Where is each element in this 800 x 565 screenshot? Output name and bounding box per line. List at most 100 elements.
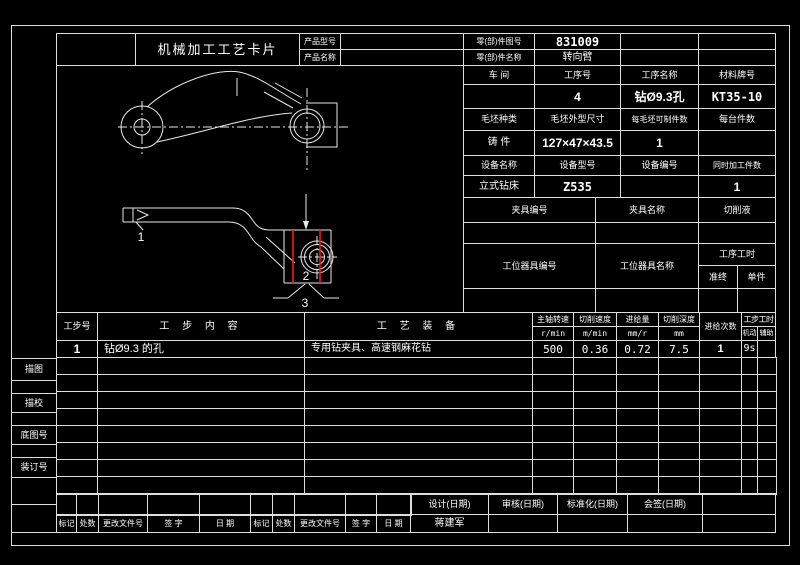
empty-step-cell [741,442,758,460]
part-name-label: 零(部)件名称 [463,49,535,66]
empty-step-cell [699,442,742,460]
equip-name-value: 立式钻床 [463,175,535,198]
standardize-date-label: 标准化(日期) [557,493,628,515]
fixture-name-value-cell [595,222,699,244]
step-row-equipment: 专用钻夹具、高速钢麻花钻 [304,340,533,358]
empty-step-cell [573,374,617,392]
empty-change-cell [376,493,412,516]
part-name-value: 转向臂 [534,49,621,66]
empty-step-cell [616,425,659,443]
coolant-value-cell [698,222,776,244]
prep-time-value-cell [698,288,738,313]
margin-empty-box [11,380,57,394]
empty-step-cell [573,408,617,426]
step-no-header: 工步号 [56,312,98,341]
empty-step-cell [97,374,305,392]
empty-step-cell [757,391,777,409]
margin-tracing-check-label: 描校 [11,393,57,413]
countersign-date-label: 会签(日期) [627,493,703,515]
empty-step-cell [616,357,659,375]
material-label: 材料牌号 [698,65,776,85]
workshop-value-cell [463,84,535,109]
clamp-arrow-icon [136,209,150,221]
equip-name-label: 设备名称 [463,155,535,176]
empty-step-cell [699,357,742,375]
step-row-speed: 0.36 [573,340,617,358]
empty-step-cell [573,442,617,460]
empty-step-cell [56,374,98,392]
empty-step-cell [304,391,533,409]
op-no-value: 4 [534,84,621,109]
margin-empty-box [11,477,57,505]
empty-step-cell [56,391,98,409]
empty-step-cell [97,357,305,375]
empty-step-cell [757,425,777,443]
empty-step-cell [757,476,777,495]
empty-step-cell [757,442,777,460]
empty-step-cell [658,374,700,392]
empty-step-cell [658,476,700,495]
tooling-name-label: 工位器具名称 [595,243,699,289]
margin-binding-no-label: 装订号 [11,457,57,478]
machine-time-header: 机动 [741,326,758,341]
empty-step-cell [532,476,574,495]
tooling-name-value-cell [595,288,699,313]
op-no-label: 工序号 [534,65,621,85]
empty-step-cell [616,476,659,495]
empty-step-cell [532,442,574,460]
empty-step-cell [573,459,617,477]
empty-step-cell [699,408,742,426]
prep-time-label: 准终 [698,265,738,289]
empty-step-cell [304,459,533,477]
datum-leader-lines [273,283,339,299]
datum-label-3: 3 [302,296,309,310]
empty-step-cell [699,391,742,409]
datum-labels: 1 2 3 [138,230,310,310]
blank-type-label: 毛坯种类 [463,108,535,131]
empty-change-cell [147,493,200,516]
signature-label: 签 字 [147,514,200,533]
part-drawing: 1 2 3 [118,70,348,310]
cutting-speed-header: 切削速度 [573,312,617,327]
empty-step-cell [741,357,758,375]
piece-time-value-cell [737,288,776,313]
empty-cell [702,493,776,515]
cutting-depth-header: 切削深度 [658,312,700,327]
empty-cell [557,514,628,533]
empty-change-cell [250,493,273,516]
empty-step-cell [573,391,617,409]
simultaneous-label: 同时加工件数 [698,155,776,176]
per-unit-value-cell [698,130,776,156]
empty-step-cell [97,391,305,409]
cutting-speed-unit: m/min [573,326,617,341]
empty-cell [698,49,776,66]
datum-label-1: 1 [138,230,145,244]
empty-step-cell [573,425,617,443]
per-blank-value: 1 [620,130,699,156]
date-label: 日 期 [376,514,411,533]
product-name-value-cell [340,49,464,66]
blank-size-label: 毛坯外型尺寸 [534,108,621,131]
change-doc-no-label: 更改文件号 [294,514,346,533]
change-count-label: 处数 [272,514,295,533]
piece-time-label: 单件 [737,265,776,289]
coolant-label: 切削液 [698,197,776,223]
empty-step-cell [97,442,305,460]
empty-step-cell [658,408,700,426]
empty-cell [620,33,699,50]
empty-step-cell [757,408,777,426]
empty-step-cell [757,459,777,477]
empty-change-cell [56,493,77,516]
drill-direction-arrow-icon [303,194,309,230]
empty-change-cell [199,493,251,516]
change-count-label: 处数 [76,514,99,533]
tooling-no-label: 工位器具编号 [463,243,596,289]
empty-step-cell [97,425,305,443]
step-row-no: 1 [56,340,98,358]
margin-empty-box [11,504,57,533]
empty-step-cell [56,442,98,460]
change-mark-label: 标记 [250,514,273,533]
equip-no-label: 设备编号 [620,155,699,176]
empty-step-cell [304,357,533,375]
